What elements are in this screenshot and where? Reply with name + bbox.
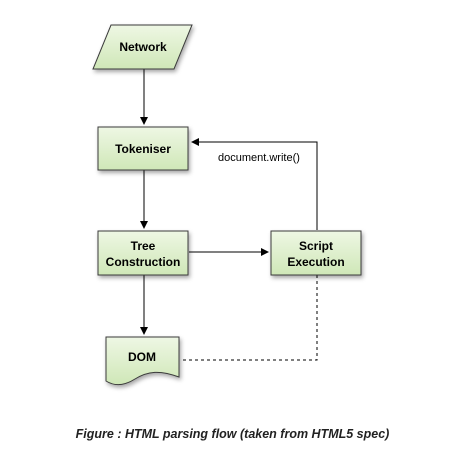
network-shape [92, 24, 193, 70]
node-tree-construction: Tree Construction [97, 230, 189, 276]
tree-construction-label-line1: Tree [131, 239, 156, 253]
node-dom: DOM [105, 336, 180, 385]
figure-caption: Figure : HTML parsing flow (taken from H… [75, 427, 390, 441]
node-script-execution: Script Execution [270, 230, 362, 276]
node-tokeniser: Tokeniser [97, 126, 189, 171]
edge-script-execution-to-tokeniser [191, 138, 318, 230]
node-network: Network [92, 24, 193, 70]
network-label: Network [119, 40, 167, 54]
edge-script-execution-to-dom-dashed [180, 275, 318, 361]
tokeniser-label: Tokeniser [115, 142, 171, 156]
script-execution-label-line1: Script [299, 239, 333, 253]
tree-construction-label-line2: Construction [106, 255, 181, 269]
tokeniser-shape [97, 126, 189, 171]
script-execution-shape [270, 230, 362, 276]
script-execution-label-line2: Execution [287, 255, 344, 269]
edge-label-document-write: document.write() [218, 152, 300, 164]
dom-label: DOM [128, 350, 156, 364]
dom-shape [105, 336, 180, 385]
tree-construction-shape [97, 230, 189, 276]
